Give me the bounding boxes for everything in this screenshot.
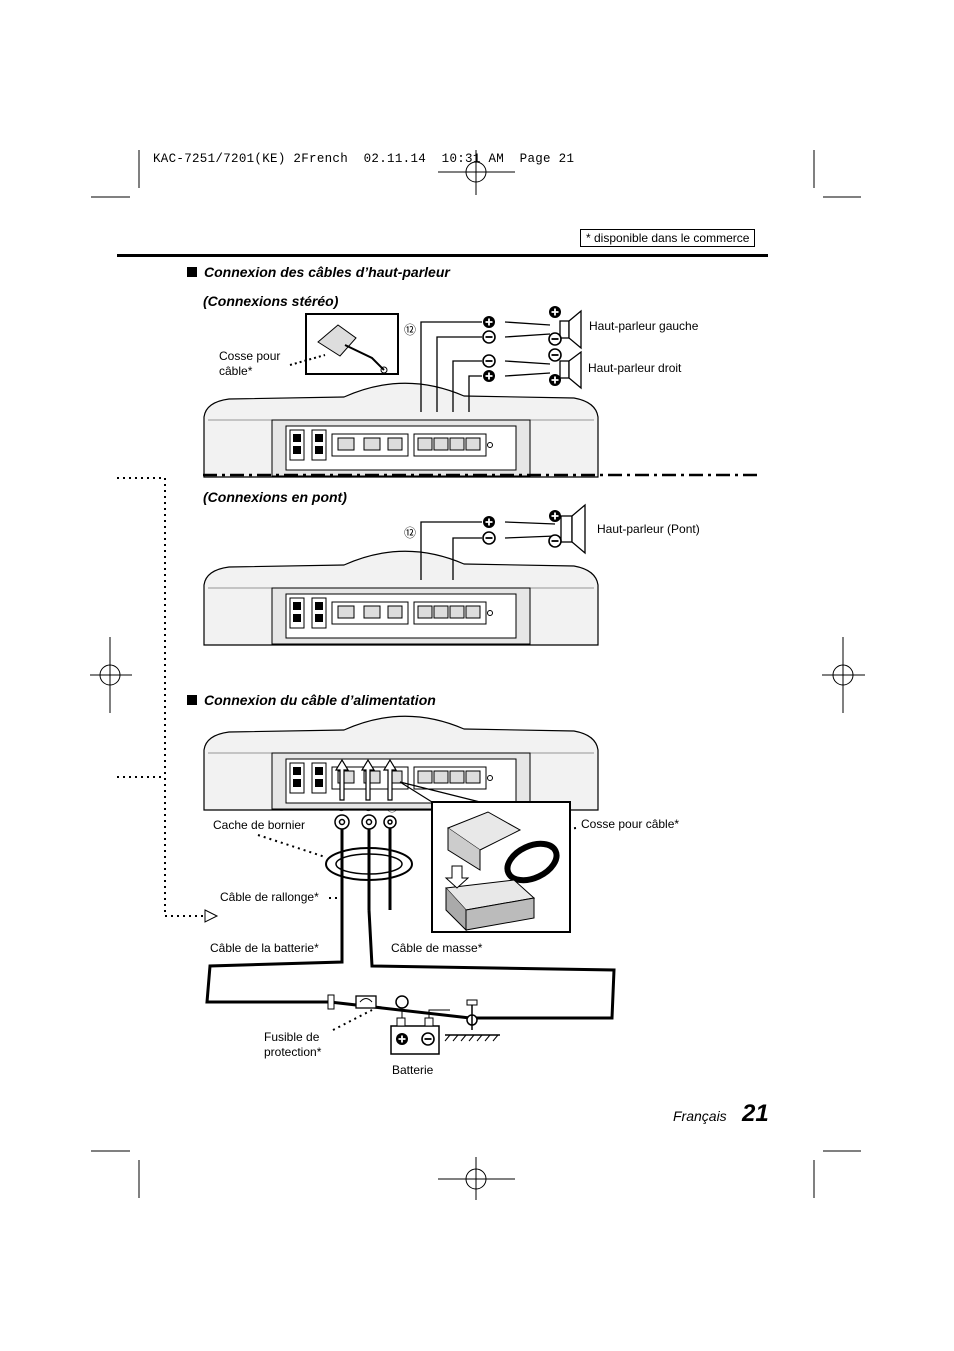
label-cosse-pour-cable-right: Cosse pour câble* [581, 817, 680, 831]
label-cosse-pour-cable-left: Cosse pour câble* [219, 349, 281, 378]
job-header-line: KAC-7251/7201(KE) 2French 02.11.14 10:31… [153, 152, 575, 166]
availability-note: * disponible dans le commerce [580, 229, 756, 247]
label-batterie: Batterie [392, 1063, 434, 1077]
label-haut-parleur-gauche: Haut-parleur gauche [589, 319, 699, 333]
footer-page-number: 21 [742, 1100, 769, 1127]
speaker-section-title-text: Connexion des câbles d’haut-parleur [204, 264, 450, 280]
speaker-section-title: Connexion des câbles d’haut-parleur [187, 264, 450, 280]
power-section-title: Connexion du câble d’alimentation [187, 692, 436, 708]
footer-language: Français [673, 1108, 727, 1124]
stereo-subtitle: (Connexions stéréo) [203, 293, 339, 309]
crop-marks [90, 150, 865, 1200]
bullet-square-icon [187, 695, 197, 705]
callout-12-stereo: ⑫ [404, 323, 417, 337]
label-cable-de-masse: Câble de masse* [391, 941, 483, 955]
label-cache-de-bornier: Cache de bornier [213, 818, 306, 832]
label-cable-de-rallonge: Câble de rallonge* [220, 890, 319, 904]
top-rule [117, 254, 768, 257]
bullet-square-icon [187, 267, 197, 277]
label-cable-de-la-batterie: Câble de la batterie* [210, 941, 319, 955]
label-haut-parleur-pont: Haut-parleur (Pont) [597, 522, 700, 536]
power-section-title-text: Connexion du câble d’alimentation [204, 692, 436, 708]
bridge-subtitle: (Connexions en pont) [203, 489, 347, 505]
label-haut-parleur-droit: Haut-parleur droit [588, 361, 682, 375]
callout-12-bridge: ⑫ [404, 526, 417, 540]
label-fusible-de-protection: Fusible de protection* [264, 1030, 322, 1059]
